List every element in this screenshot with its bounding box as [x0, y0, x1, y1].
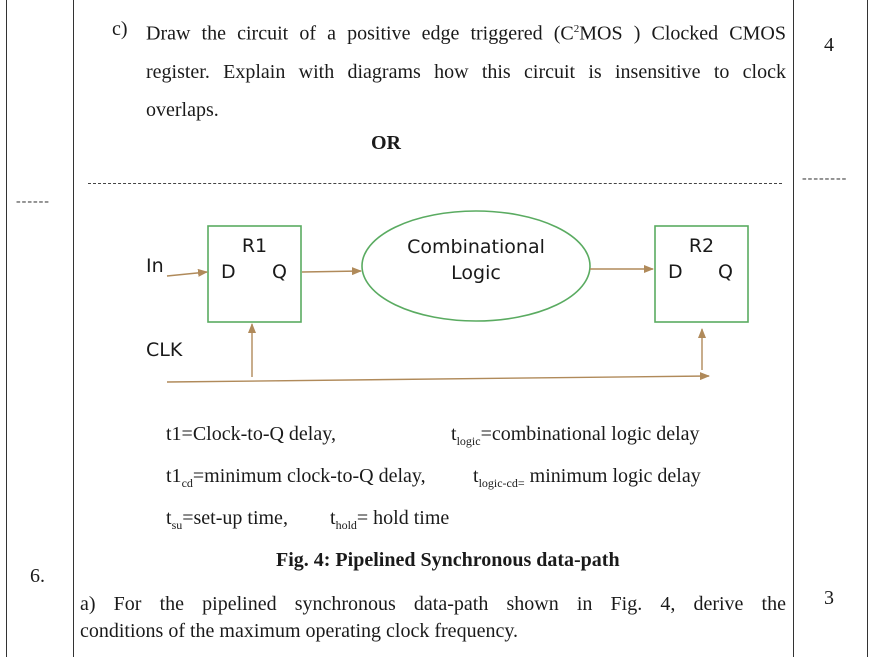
combinational-logic-ellipse	[361, 210, 591, 322]
or-label: OR	[371, 132, 401, 154]
question-a-line1: a) For the pipelined synchronous data-pa…	[80, 593, 786, 615]
left-separator: ------	[16, 194, 50, 209]
r1-to-logic-arrow	[301, 267, 362, 276]
question-a-text: a) For the pipelined synchronous data-pa…	[80, 591, 786, 645]
r1-d-label: D	[221, 261, 236, 283]
register-r2-box	[654, 225, 749, 323]
question-a-line2: conditions of the maximum operating cloc…	[80, 620, 519, 642]
r2-d-label: D	[668, 261, 683, 283]
def-tlogic-cd: tlogic-cd= minimum logic delay	[473, 465, 701, 490]
def-t1: t1=Clock-to-Q delay,	[166, 423, 336, 445]
table-border-right	[867, 0, 868, 657]
def-t1cd: t1cd=minimum clock-to-Q delay,	[166, 465, 426, 490]
def-thold: thold= hold time	[330, 507, 450, 532]
logic-label-line1: Combinational	[407, 236, 545, 258]
question-c-text: Draw the circuit of a positive edge trig…	[146, 10, 786, 129]
table-border-left	[6, 0, 7, 657]
r1-name: R1	[241, 235, 268, 257]
clock-label: CLK	[146, 339, 183, 361]
r2-q-label: Q	[718, 261, 733, 283]
or-dashed-separator	[88, 183, 782, 184]
r2-name: R2	[688, 235, 715, 257]
marks-c: 4	[824, 34, 834, 56]
input-arrow	[166, 268, 208, 277]
table-border-marks	[793, 0, 794, 657]
marks-a: 3	[824, 587, 834, 609]
table-border-qno	[73, 0, 74, 657]
right-separator: --------	[802, 171, 848, 186]
question-c-line2: register. Explain with diagrams how this…	[146, 60, 786, 83]
question-c-line3: overlaps.	[146, 98, 219, 121]
def-tlogic: tlogic=combinational logic delay	[451, 423, 700, 448]
question-number: 6.	[30, 565, 45, 587]
logic-label-line2: Logic	[451, 262, 501, 284]
question-c-line1: Draw the circuit of a positive edge trig…	[146, 22, 786, 45]
r1-q-label: Q	[272, 261, 287, 283]
question-c-label: c)	[112, 18, 128, 40]
clock-line-arrow	[166, 372, 710, 383]
figure-caption: Fig. 4: Pipelined Synchronous data-path	[276, 549, 620, 571]
register-r1-box	[207, 225, 302, 323]
def-tsu: tsu=set-up time,	[166, 507, 288, 532]
input-label: In	[146, 255, 164, 277]
logic-label: Combinational Logic	[362, 234, 590, 286]
